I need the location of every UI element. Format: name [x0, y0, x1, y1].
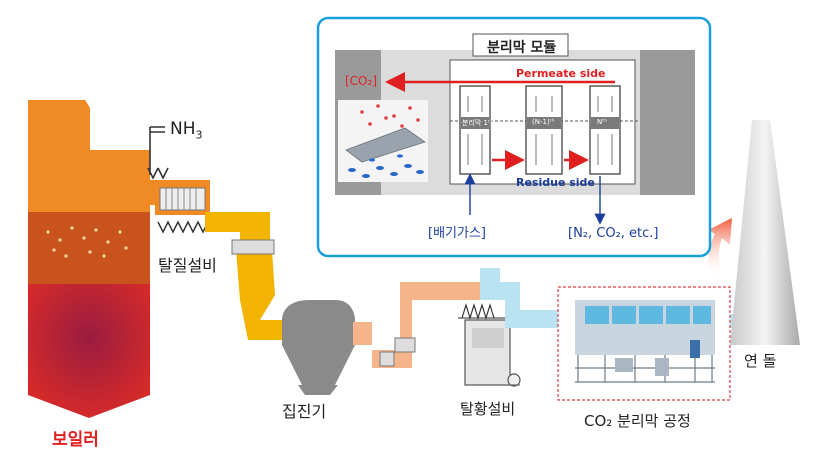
boiler-label: 보일러	[52, 430, 99, 450]
desulfurization-unit	[458, 302, 521, 387]
membrane-module-panel	[316, 16, 712, 258]
membrane-cells	[459, 85, 621, 175]
membrane-n-1-label: (N-1)ᵗʰ	[532, 118, 555, 126]
nh3-injector	[147, 126, 169, 180]
residue-outlet-label: [N₂, CO₂, etc.]	[568, 226, 659, 241]
co2-output-label: [CO₂]	[345, 74, 377, 88]
flow-arrow-up	[707, 218, 732, 278]
dust-collector	[282, 300, 355, 395]
yellow-duct	[205, 212, 290, 340]
boiler-flames	[46, 226, 128, 258]
desulfurization-label: 탈황설비	[460, 400, 516, 418]
nh3-label-subscript: 3	[195, 128, 203, 142]
salmon-duct	[353, 282, 480, 368]
nh3-label-prefix: NH	[170, 119, 196, 139]
membrane-1-label: 분리막 1ᵗʰ	[462, 119, 493, 127]
boiler-middle	[28, 212, 150, 284]
residue-side-label: Residue side	[516, 176, 595, 189]
exhaust-inlet-label: [배기가스]	[428, 226, 486, 241]
permeate-side-label: Permeate side	[516, 67, 606, 80]
boiler-bottom	[28, 284, 150, 418]
co2-process-label: CO₂ 분리막 공정	[584, 412, 691, 430]
module-title: 분리막 모듈	[487, 40, 557, 56]
stack	[730, 120, 800, 345]
denox-unit	[155, 180, 210, 234]
dust-collector-label: 집진기	[282, 402, 327, 421]
co2-process-box	[557, 286, 731, 401]
membrane-n-label: Nᵗʰ	[597, 118, 608, 126]
denox-label: 탈질설비	[158, 256, 217, 275]
nh3-label: NH3	[170, 119, 203, 141]
stack-label: 연 돌	[744, 352, 777, 370]
